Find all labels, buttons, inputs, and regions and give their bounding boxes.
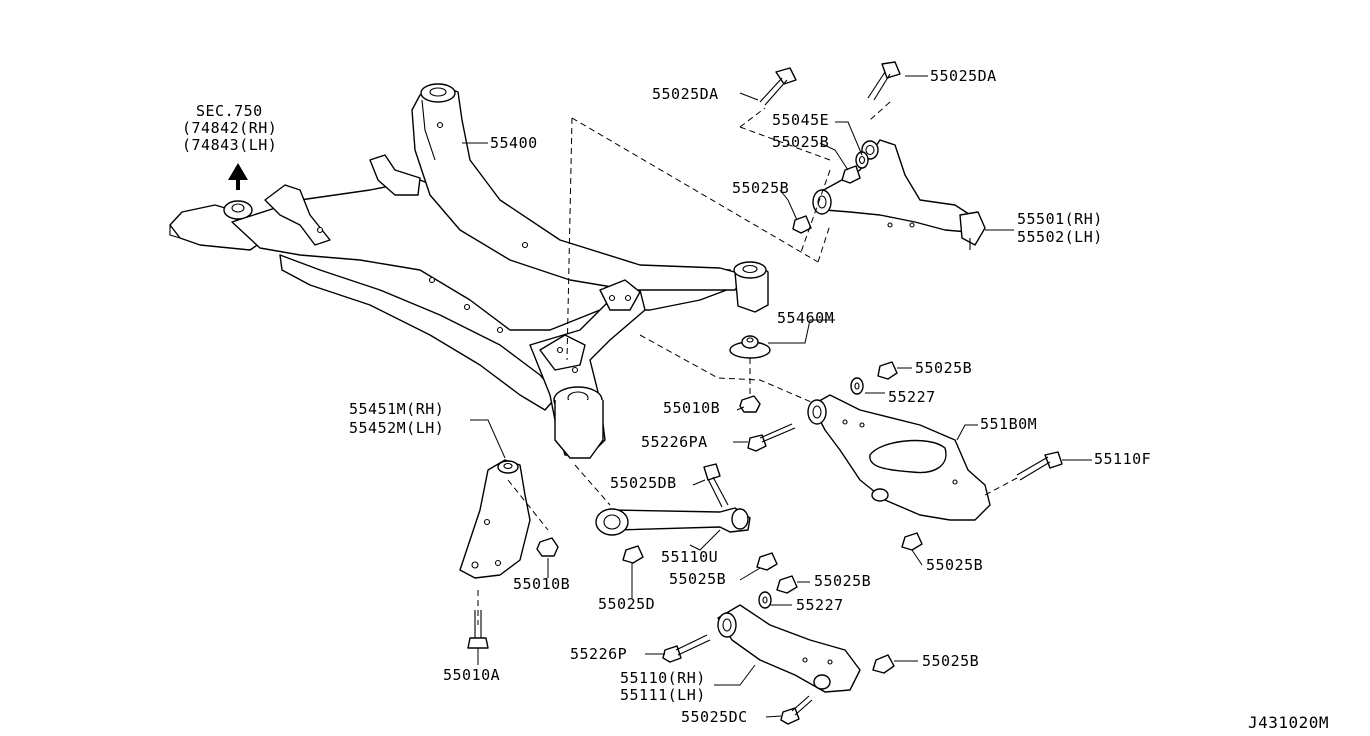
sec-750-label: SEC.750 xyxy=(196,102,263,120)
label-55025B-b: 55025B xyxy=(926,556,983,574)
label-55045E: 55045E xyxy=(772,111,829,129)
label-55010B-center: 55010B xyxy=(663,399,720,417)
label-55110F: 55110F xyxy=(1094,450,1151,468)
nut-55025B-a xyxy=(877,361,898,380)
label-55025DA-right: 55025DA xyxy=(930,67,997,85)
nut-55025B-upper xyxy=(792,165,861,234)
nut-55025D xyxy=(622,545,644,564)
label-55025DA-left: 55025DA xyxy=(652,85,719,103)
label-55025DC: 55025DC xyxy=(681,708,748,726)
nut-55010B-center xyxy=(739,358,761,413)
diagram-id: J431020M xyxy=(1248,713,1329,732)
bolt-55110F xyxy=(1016,451,1063,481)
label-55025B-d: 55025B xyxy=(814,572,871,590)
nut-55025B-c xyxy=(756,552,778,571)
part-74842-label: (74842(RH) xyxy=(182,119,277,137)
label-55025D: 55025D xyxy=(598,595,655,613)
bracket-55451M xyxy=(459,459,531,579)
lateral-link-55110U xyxy=(595,507,751,536)
arrow-up-icon xyxy=(228,163,248,190)
washer-55045E xyxy=(855,151,869,169)
label-55460M: 55460M xyxy=(777,309,834,327)
label-55226P: 55226P xyxy=(570,645,627,663)
label-55226PA: 55226PA xyxy=(641,433,708,451)
label-55025B-e: 55025B xyxy=(922,652,979,670)
labels: SEC.750 (74842(RH) (74843(LH) 55025DA 55… xyxy=(182,67,1329,732)
label-55110: 55110(RH) xyxy=(620,669,706,687)
label-55501: 55501(RH) xyxy=(1017,210,1103,228)
lower-arm-551B0M xyxy=(807,394,991,521)
nut-55025B-b xyxy=(901,532,923,551)
label-55025B-upper2: 55025B xyxy=(732,179,789,197)
label-55010A: 55010A xyxy=(443,666,500,684)
label-55451M: 55451M(RH) xyxy=(349,400,444,418)
washer-55227-a xyxy=(850,377,864,395)
part-74843-label: (74843(LH) xyxy=(182,136,277,154)
label-551B0M: 551B0M xyxy=(980,415,1037,433)
leader-lines xyxy=(462,75,1092,718)
label-55025B-upper: 55025B xyxy=(772,133,829,151)
lower-link-55110 xyxy=(717,604,861,693)
bolt-55025DA-left xyxy=(759,67,797,106)
bolt-55025DA-right xyxy=(867,61,901,101)
nut-55010B-left xyxy=(536,537,559,557)
bolt-55025DC xyxy=(780,695,813,725)
upper-link-55501 xyxy=(812,139,986,250)
label-55110U: 55110U xyxy=(661,548,718,566)
label-55502: 55502(LH) xyxy=(1017,228,1103,246)
nut-55025B-d xyxy=(776,575,798,594)
bolt-55025DB xyxy=(703,463,729,508)
stopper-55460M xyxy=(729,335,771,359)
label-55400: 55400 xyxy=(490,134,538,152)
label-55025B-a: 55025B xyxy=(915,359,972,377)
label-55227-a: 55227 xyxy=(888,388,936,406)
label-55227-b: 55227 xyxy=(796,596,844,614)
label-55111: 55111(LH) xyxy=(620,686,706,704)
label-55452M: 55452M(LH) xyxy=(349,419,444,437)
suspension-member-55400 xyxy=(169,83,769,459)
nut-55025B-e xyxy=(872,654,895,674)
bolt-55226P xyxy=(662,634,711,663)
bolt-55010A xyxy=(467,610,489,649)
label-55025B-c: 55025B xyxy=(669,570,726,588)
bolt-55226PA xyxy=(747,423,796,452)
label-55025DB: 55025DB xyxy=(610,474,677,492)
label-55010B-left: 55010B xyxy=(513,575,570,593)
washer-55227-b xyxy=(758,591,772,609)
